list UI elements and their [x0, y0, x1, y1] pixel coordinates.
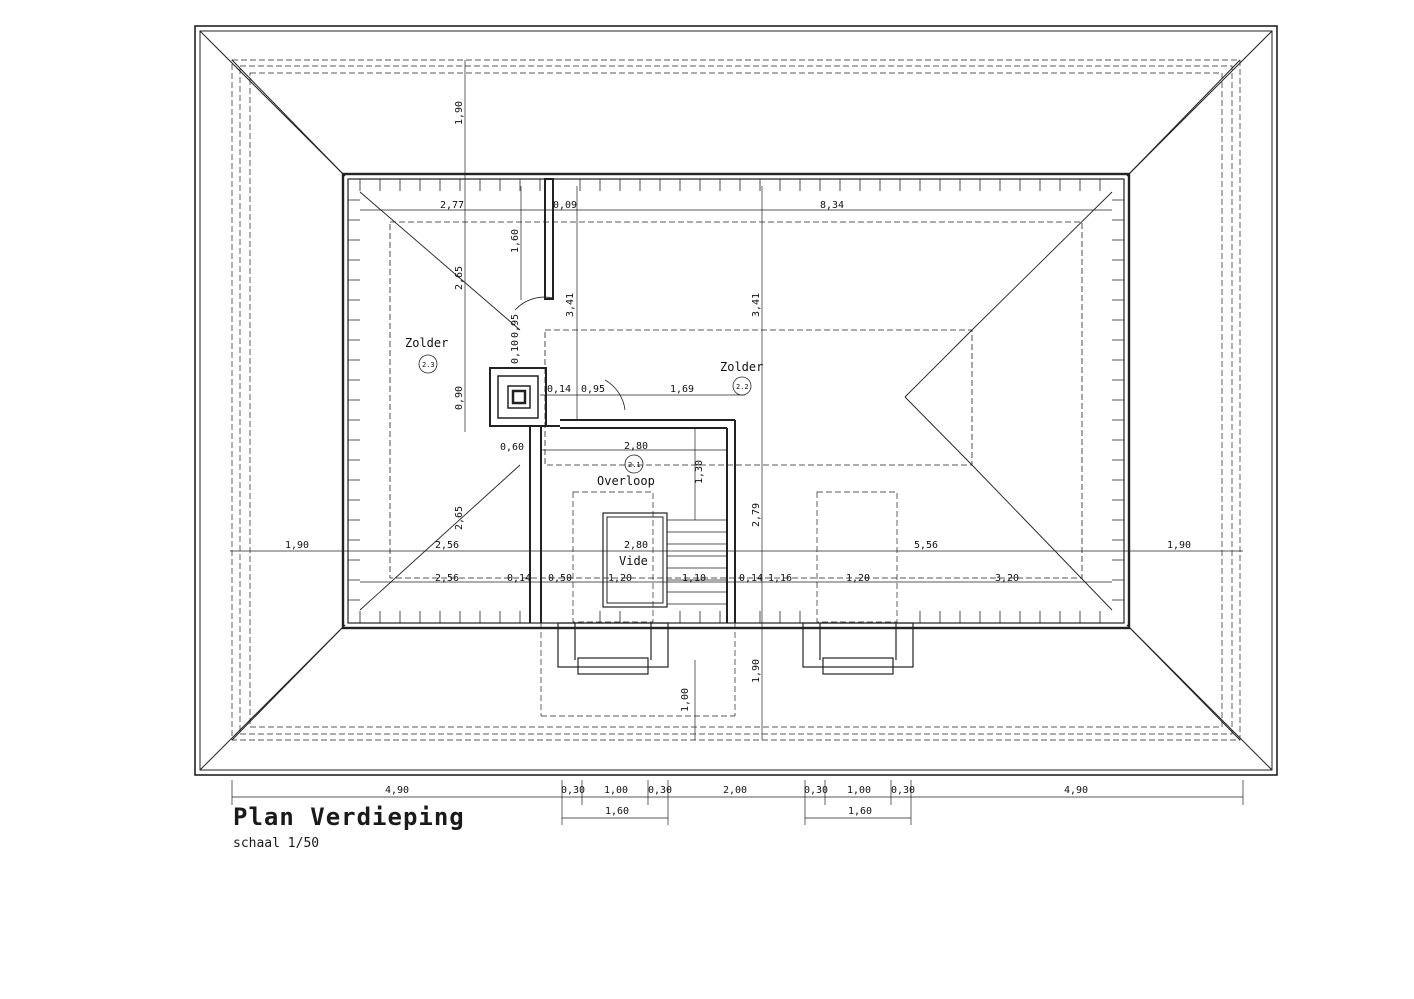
room-label: Zolder	[405, 336, 448, 350]
dimension-label: 1,10	[682, 573, 706, 584]
hip-lines	[199, 30, 1273, 771]
dimension-label: 0,30	[891, 785, 915, 796]
dimension-label: 1,60	[605, 806, 629, 817]
dimension-label: 1,20	[608, 573, 632, 584]
dimension-label: 1,16	[768, 573, 792, 584]
dimension-label: 3,41	[751, 293, 762, 317]
dimension-label: 2,80	[624, 540, 648, 551]
dimension-label: 1,69	[670, 384, 694, 395]
dimension-label: 0,14	[739, 573, 763, 584]
dimension-label: 1,30	[694, 460, 705, 484]
dimension-label: 2,00	[723, 785, 747, 796]
dimension-label: 0,60	[500, 442, 524, 453]
dimension-label: 5,56	[914, 540, 938, 551]
dimension-label: 8,34	[820, 200, 844, 211]
room-label: Overloop	[597, 474, 655, 488]
dimension-label: 0,50	[548, 573, 572, 584]
room-tag: 2.2	[736, 383, 749, 391]
dimension-label: 0,90	[454, 386, 465, 410]
dimension-label: 0,30	[561, 785, 585, 796]
stair-treads	[667, 519, 727, 605]
dimension-label: 2,56	[435, 540, 459, 551]
outer-wall	[341, 172, 1131, 630]
dimension-label: 2,80	[624, 441, 648, 452]
interior-walls	[489, 178, 736, 623]
dimension-label: 1,90	[1167, 540, 1191, 551]
roof-outline-inner	[199, 30, 1273, 771]
dimension-label: 2,65	[454, 266, 465, 290]
vide-opening	[602, 512, 668, 608]
chimney	[497, 375, 539, 419]
door-swing-2	[604, 379, 626, 411]
room-tag: 2.1	[628, 461, 641, 469]
dimension-label: 1,90	[751, 659, 762, 683]
dimension-label: 4,90	[1064, 785, 1088, 796]
dimension-label: 0,14	[547, 384, 571, 395]
dimension-label: 1,60	[510, 229, 521, 253]
dimension-label: 2,77	[440, 200, 464, 211]
dimension-label: 1,00	[680, 688, 691, 712]
dimension-label: 1,90	[285, 540, 309, 551]
inner-hip-lines	[359, 191, 1113, 611]
dimension-label: 0,30	[648, 785, 672, 796]
drawing-scale: schaal 1/50	[233, 836, 320, 851]
dimension-label: 1,00	[847, 785, 871, 796]
dimension-label: 0,95	[581, 384, 605, 395]
room-tag-circle	[418, 354, 438, 374]
dimension-label: 0,14	[507, 573, 531, 584]
dimension-label: 1,20	[846, 573, 870, 584]
room-label: Vide	[619, 554, 648, 568]
eave-lines	[231, 59, 1241, 741]
dimension-label: 2,79	[751, 503, 762, 527]
dimension-label: 1,90	[454, 101, 465, 125]
dimension-label: 0,09	[553, 200, 577, 211]
dimension-label: 3,20	[995, 573, 1019, 584]
drawing-title: Plan Verdieping	[233, 803, 465, 831]
dimension-label: 2,65	[454, 506, 465, 530]
dimension-label: 1,60	[848, 806, 872, 817]
door-swing	[514, 296, 554, 311]
rafters	[348, 179, 1124, 623]
dimension-label: 1,00	[604, 785, 628, 796]
room-tag-circle	[624, 454, 644, 474]
dimension-label: 0,95	[510, 314, 521, 338]
room-tag-circle	[732, 376, 752, 396]
dimension-label: 3,41	[565, 293, 576, 317]
dimension-label: 4,90	[385, 785, 409, 796]
roof-outline	[194, 25, 1278, 776]
dormer-roofs	[540, 491, 898, 717]
dimension-label: 0,10	[510, 340, 521, 364]
dormer-left	[557, 622, 669, 675]
room-label: Zolder	[720, 360, 763, 374]
dimension-label: 2,56	[435, 573, 459, 584]
room-tag: 2.3	[422, 361, 435, 369]
dimension-label: 0,30	[804, 785, 828, 796]
dormer-right	[802, 622, 914, 675]
dimension-lines	[230, 60, 1244, 825]
